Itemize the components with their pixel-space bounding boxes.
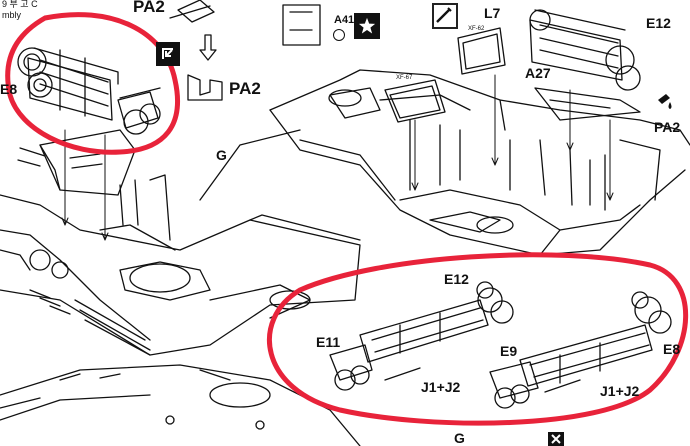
star-decal-icon bbox=[354, 13, 380, 39]
label-g-bottom: G bbox=[454, 430, 465, 446]
hull-bottom bbox=[0, 364, 361, 446]
label-e8-right: E8 bbox=[663, 341, 681, 357]
assembly-arrows bbox=[61, 74, 614, 241]
next-step-icon bbox=[548, 432, 564, 446]
launcher-top-left bbox=[17, 47, 161, 135]
label-xf62: XF-62 bbox=[468, 26, 485, 32]
label-xf67: XF-67 bbox=[396, 75, 413, 81]
label-e12-bottom: E12 bbox=[444, 271, 469, 287]
label-pa2-mid: PA2 bbox=[229, 79, 261, 98]
label-j1j2-left: J1+J2 bbox=[421, 379, 461, 395]
decal-panels bbox=[282, 4, 506, 123]
label-a27: A27 bbox=[525, 65, 551, 81]
highlight-circle-top-left bbox=[5, 12, 181, 155]
launcher-bottom-right bbox=[489, 291, 672, 409]
launcher-top-right bbox=[529, 9, 641, 121]
label-e11: E11 bbox=[316, 334, 341, 350]
corner-text-2: mbly bbox=[2, 10, 22, 20]
arrow-down-icon bbox=[199, 34, 217, 61]
label-e9: E9 bbox=[500, 343, 518, 359]
label-l7: L7 bbox=[484, 5, 501, 21]
clip-part bbox=[169, 0, 223, 101]
label-e8-top: E8 bbox=[0, 81, 18, 97]
label-e12-top: E12 bbox=[646, 15, 671, 31]
hull-right bbox=[269, 69, 690, 256]
label-g-mid: G bbox=[216, 147, 227, 163]
decal-sheet-icon bbox=[333, 29, 345, 41]
highlight-marks bbox=[5, 12, 689, 426]
corner-text-1: 9 부 고 C bbox=[2, 0, 38, 9]
paint-drop-icon bbox=[654, 90, 676, 112]
highlight-circle-bottom bbox=[266, 252, 689, 426]
label-j1j2-right: J1+J2 bbox=[600, 383, 640, 399]
label-a41: A41 bbox=[334, 14, 355, 26]
label-pa2-top: PA2 bbox=[133, 0, 165, 16]
paint-brush-icon bbox=[432, 3, 458, 29]
label-pa2-right: PA2 bbox=[654, 119, 681, 135]
launcher-bottom-left bbox=[329, 281, 514, 391]
cut-sprue-icon bbox=[156, 42, 180, 66]
bracket-part bbox=[17, 129, 136, 196]
hull-left bbox=[0, 129, 361, 356]
